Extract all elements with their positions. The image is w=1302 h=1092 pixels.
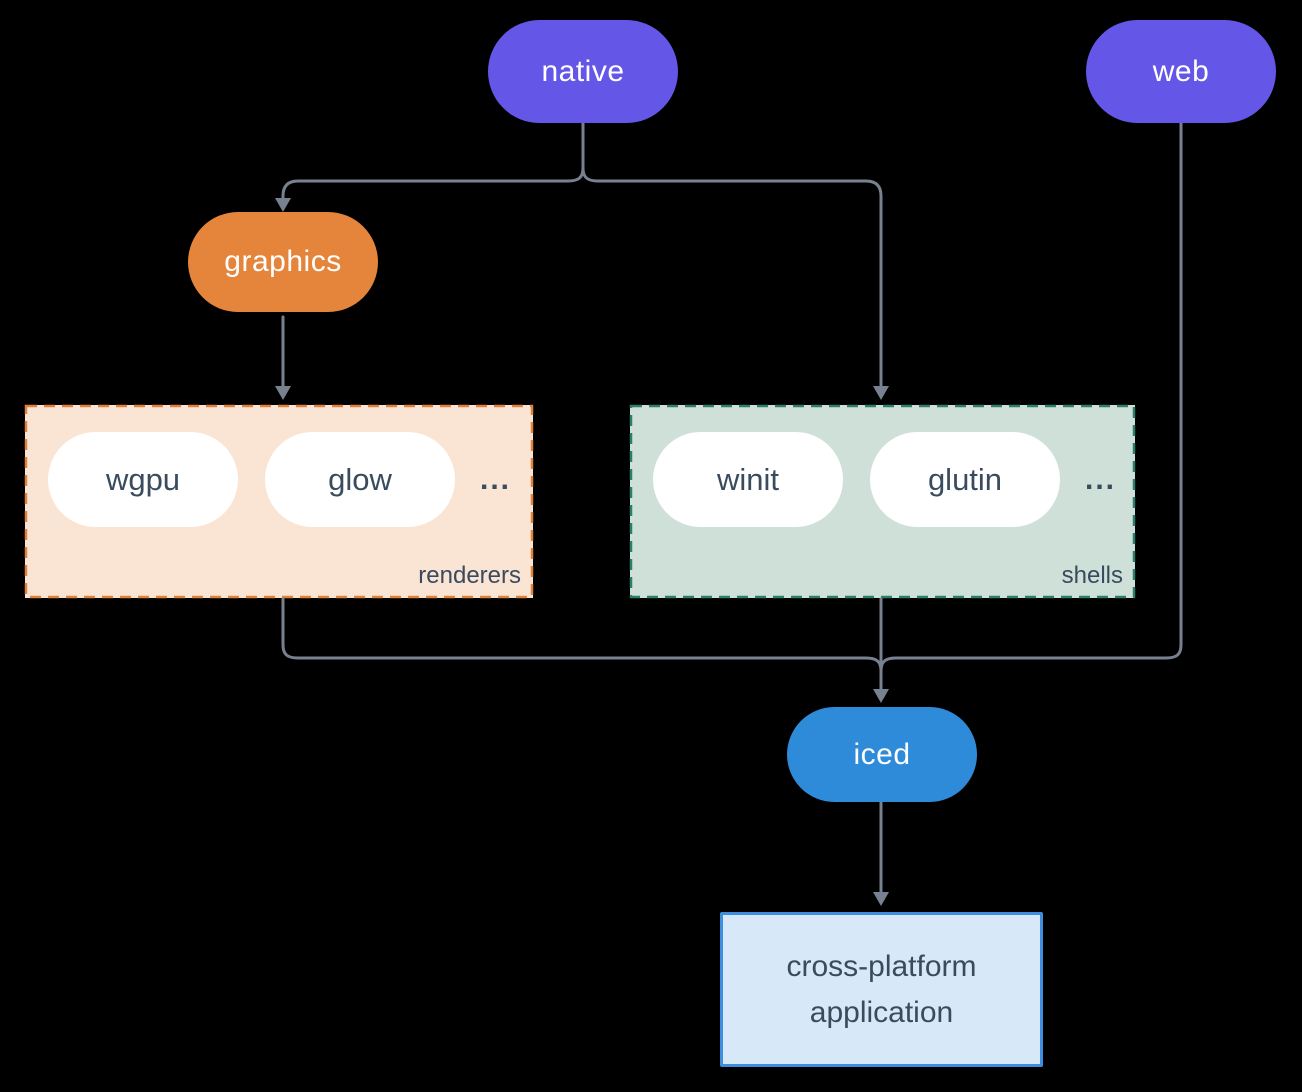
- node-glutin-label: glutin: [927, 461, 1003, 497]
- node-wgpu: wgpu: [48, 432, 238, 527]
- renderers-ellipsis: ...: [480, 462, 512, 496]
- node-wgpu-label: wgpu: [105, 461, 181, 497]
- node-glow: glow: [265, 432, 455, 527]
- renderers-group-box: wgpu glow ... renderers: [25, 405, 533, 598]
- shells-group-box: winit glutin ... shells: [630, 405, 1135, 598]
- node-graphics-label: graphics: [224, 245, 342, 278]
- node-iced-label: iced: [853, 737, 911, 771]
- arrowhead-iced: [873, 689, 889, 703]
- edge-native-to-shells: [581, 166, 883, 388]
- renderers-items-row: wgpu glow ...: [25, 432, 511, 527]
- node-native-label: native: [541, 54, 625, 88]
- arrowhead-renderers: [275, 386, 291, 400]
- cross-platform-application-box: cross-platform application: [720, 912, 1043, 1067]
- node-winit: winit: [653, 432, 843, 527]
- node-iced: iced: [787, 707, 977, 802]
- renderers-group-label: renderers: [418, 562, 521, 589]
- node-winit-label: winit: [716, 461, 779, 497]
- arrowhead-shells: [873, 386, 889, 400]
- app-box-line1: cross-platform: [786, 949, 977, 983]
- edge-native-to-graphics: [281, 166, 585, 200]
- node-glow-label: glow: [328, 461, 392, 497]
- arrowhead-app: [873, 892, 889, 906]
- shells-items-row: winit glutin ...: [630, 432, 1116, 527]
- shells-group-label: shells: [1061, 562, 1123, 589]
- edge-renderers-to-iced: [281, 597, 883, 673]
- node-glutin: glutin: [870, 432, 1060, 527]
- node-web-label: web: [1152, 54, 1210, 88]
- node-web: web: [1086, 20, 1276, 123]
- node-native: native: [488, 20, 678, 123]
- app-box-line2: application: [809, 995, 954, 1029]
- arrowhead-graphics: [275, 198, 291, 212]
- shells-ellipsis: ...: [1085, 462, 1117, 496]
- node-graphics: graphics: [188, 212, 378, 312]
